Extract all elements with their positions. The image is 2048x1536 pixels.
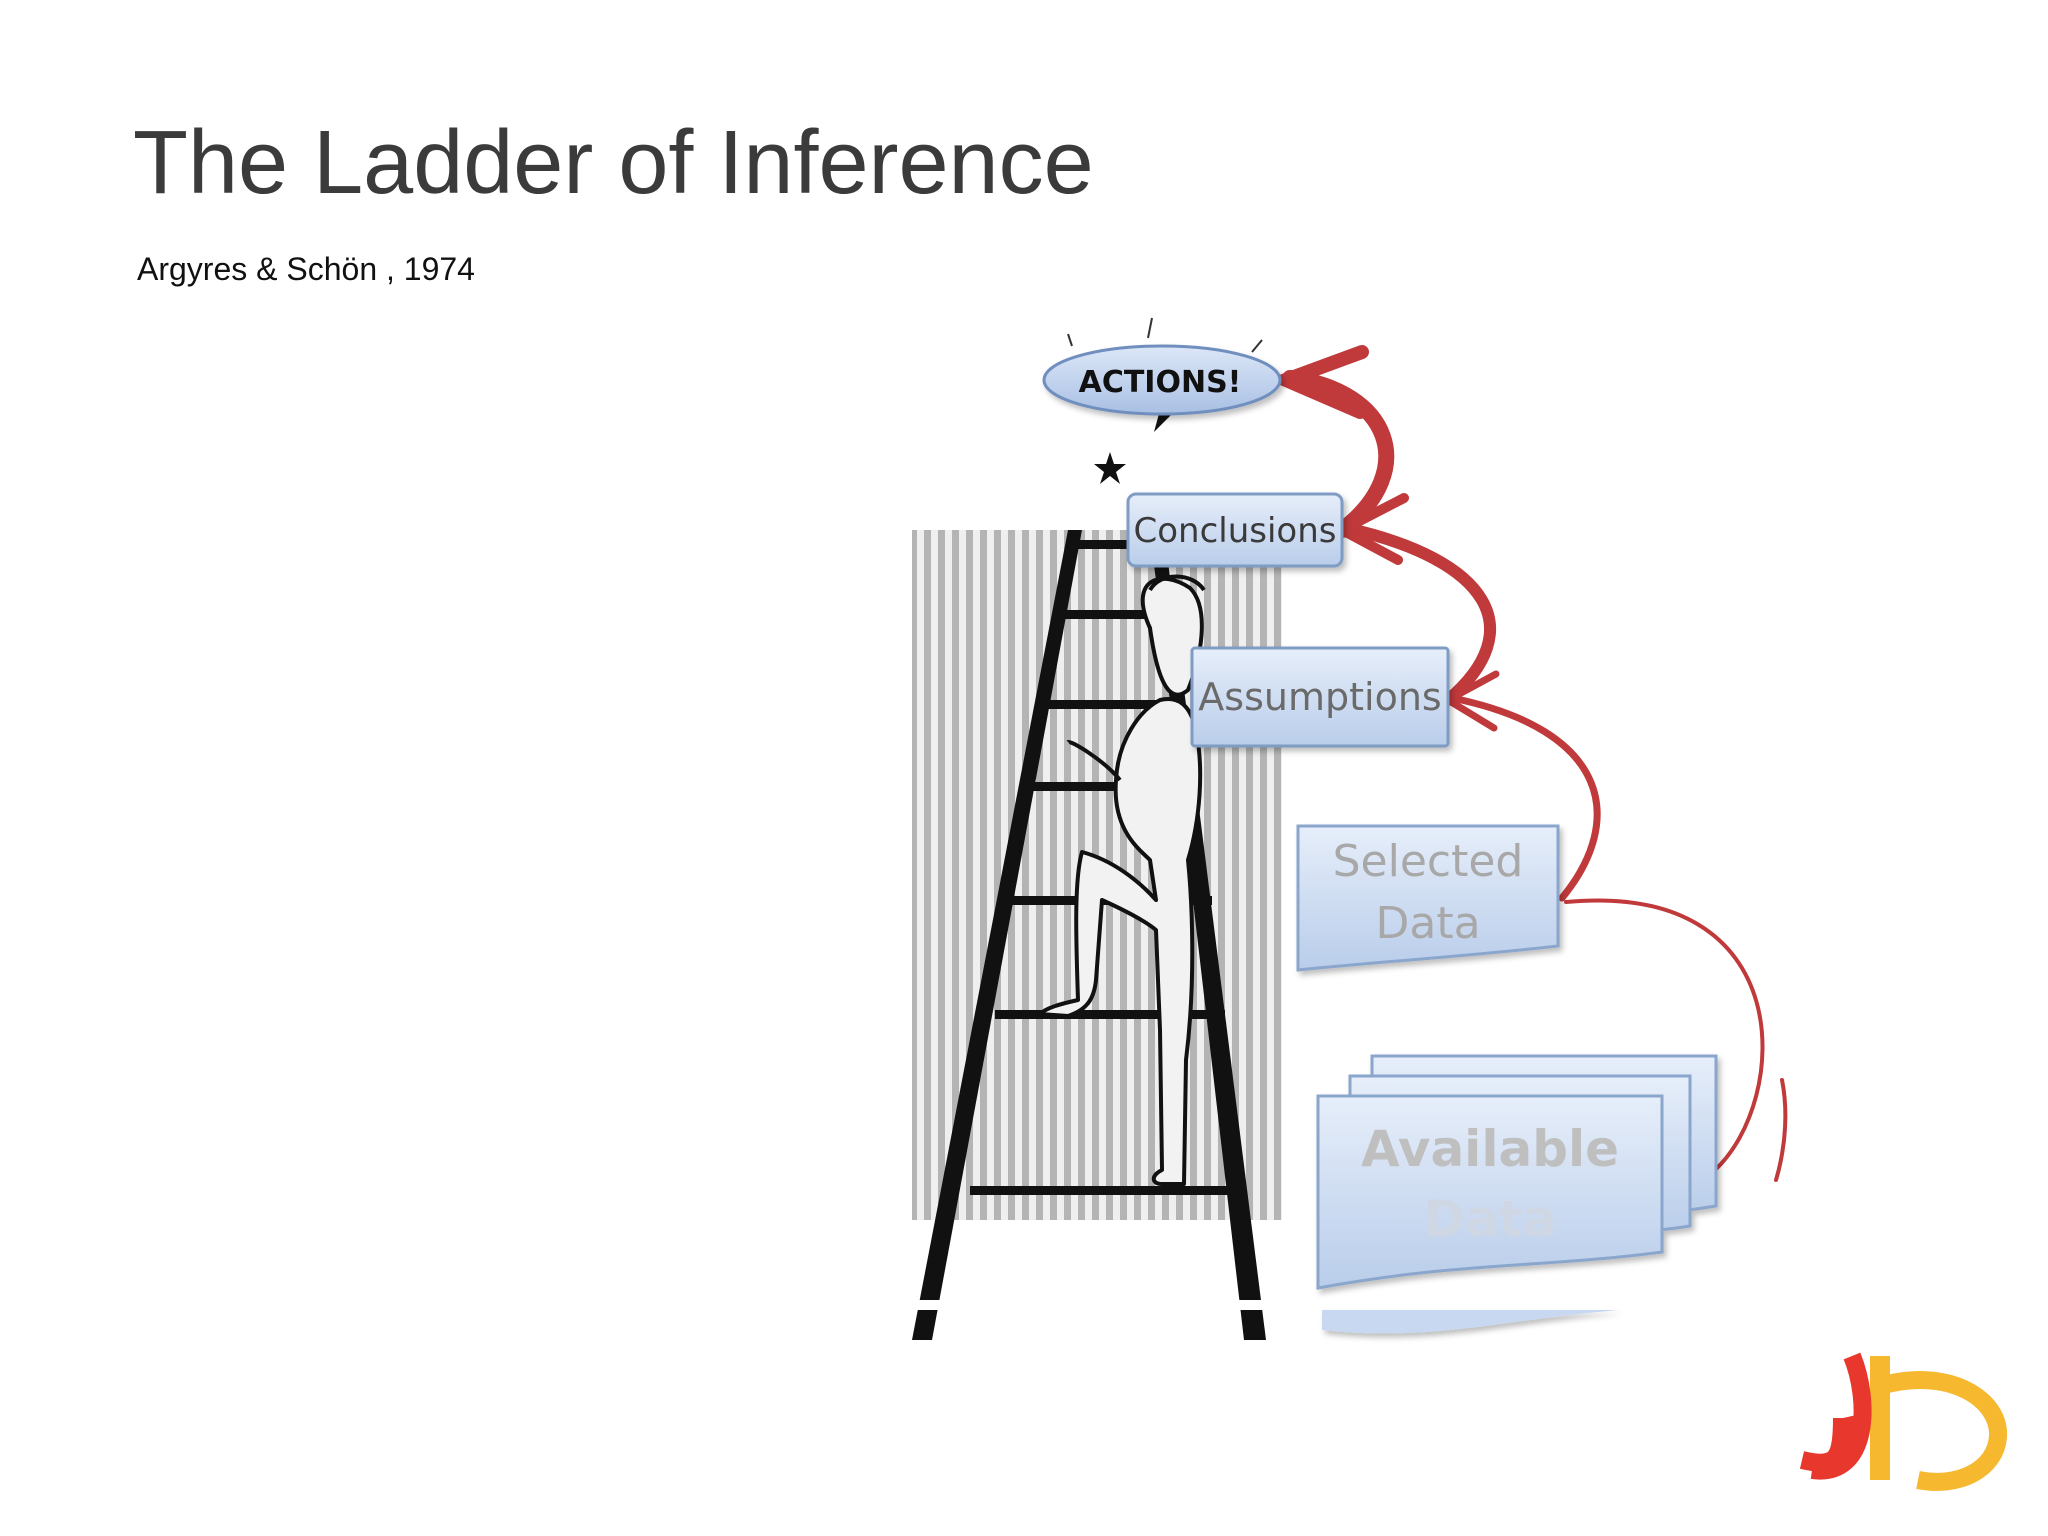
star-icon	[1094, 452, 1126, 484]
available-data-label-line1: Available	[1361, 1120, 1619, 1178]
actions-label: ACTIONS!	[1079, 365, 1242, 400]
slide-subtitle: Argyres & Schön , 1974	[137, 251, 475, 287]
available-data-box	[1316, 1054, 1718, 1334]
conclusions-box	[1126, 492, 1344, 568]
selected-data-label-line2: Data	[1375, 898, 1480, 949]
slide-title: The Ladder of Inference	[133, 113, 1094, 213]
selected-data-label-line1: Selected	[1333, 836, 1524, 887]
company-logo	[1799, 1352, 2007, 1491]
climbing-figure-illustration	[1038, 574, 1206, 1186]
available-data-label-line2: Data	[1424, 1190, 1557, 1248]
assumptions-box	[1190, 646, 1450, 748]
actions-bubble	[1042, 317, 1282, 432]
selected-data-box	[1296, 824, 1560, 972]
assumptions-label: Assumptions	[1198, 675, 1441, 719]
conclusions-label: Conclusions	[1133, 511, 1336, 551]
